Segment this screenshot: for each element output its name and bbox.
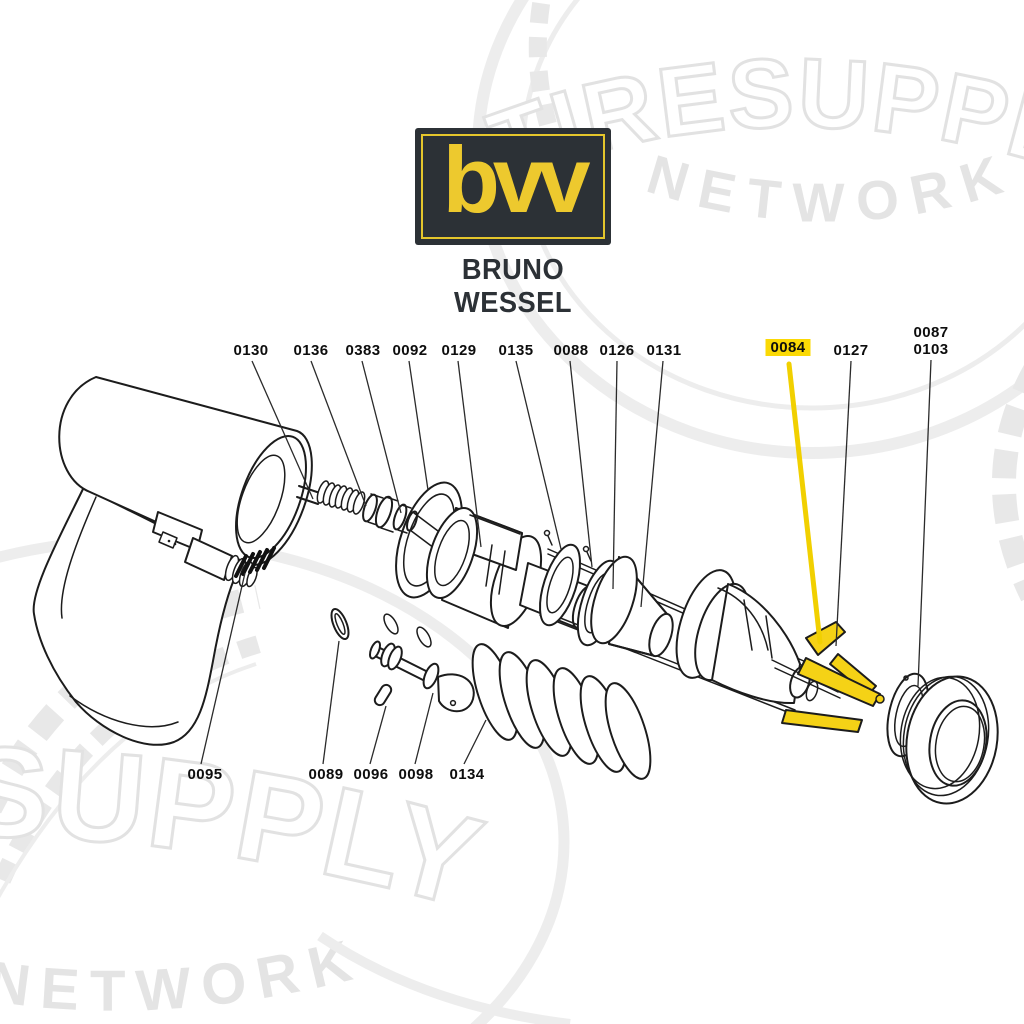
leader-0095: [200, 572, 246, 765]
leader-0084-highlighted: [786, 361, 823, 645]
leader-0136: [310, 360, 367, 507]
leader-0383: [361, 360, 402, 514]
leader-0135: [515, 360, 562, 550]
leader-0134: [463, 719, 487, 765]
watermark-tiresupply-bottom: TIRESUPPLY: [0, 720, 497, 935]
muzzle-bore: [236, 454, 286, 544]
leader-0096: [369, 705, 387, 765]
leader-0087-0103: [917, 359, 932, 687]
part-label-0103: 0103: [913, 341, 949, 358]
air-inlet-stub: [184, 537, 233, 581]
tool-body: [58, 376, 313, 588]
brand-name: BRUNO WESSEL: [454, 254, 572, 319]
small-spring-part-0095: [234, 546, 276, 578]
leader-0130: [251, 360, 314, 500]
part-label-0135: 0135: [498, 342, 534, 359]
part-label-0383: 0383: [345, 342, 381, 359]
logo-monogram: bvv: [442, 126, 591, 232]
part-label-0084-highlighted: 0084: [765, 339, 811, 356]
part-label-0088: 0088: [553, 342, 589, 359]
valve-assembly-0098: [368, 613, 475, 713]
bruno-wessel-logo: bvv: [415, 128, 611, 245]
tiny-o-ring: [416, 626, 432, 648]
part-label-0127: 0127: [833, 342, 869, 359]
piston-shaft-spring: [296, 480, 439, 549]
exploded-diagram: [32, 376, 999, 805]
part-label-0092: 0092: [392, 342, 428, 359]
leader-0127: [835, 360, 852, 647]
part-label-0098: 0098: [398, 766, 434, 783]
coil-spring-0134: [471, 643, 652, 780]
part-label-0126: 0126: [599, 342, 635, 359]
part-label-0089: 0089: [308, 766, 344, 783]
part-label-0087: 0087: [913, 324, 949, 341]
pin-0096: [373, 683, 393, 707]
cone-0131: [590, 555, 674, 658]
part-label-0129: 0129: [441, 342, 477, 359]
leader-0126: [612, 360, 618, 590]
leader-0092: [408, 360, 429, 491]
watermark-network-bottom: NETWORK: [0, 926, 369, 1024]
part-label-0134: 0134: [449, 766, 485, 783]
gripper-fingers-0084-highlighted: [771, 621, 885, 733]
valve-knob: [437, 673, 475, 713]
part-label-0096: 0096: [353, 766, 389, 783]
part-label-0136: 0136: [293, 342, 329, 359]
tiny-o-ring: [383, 613, 399, 635]
muzzle-rim: [235, 435, 307, 559]
nose-housing: [675, 569, 819, 705]
washer-0135: [538, 529, 582, 627]
leader-lines: [200, 359, 932, 765]
part-label-0095: 0095: [187, 766, 223, 783]
grooved-cup-0103: [899, 675, 999, 805]
part-label-0131: 0131: [646, 342, 682, 359]
leader-0131: [640, 360, 664, 608]
part-label-0130: 0130: [233, 342, 269, 359]
leader-0129: [457, 360, 482, 548]
o-ring-0089: [330, 607, 350, 641]
leader-0098: [414, 692, 434, 765]
leader-0089: [322, 640, 340, 765]
leader-0088: [569, 360, 593, 568]
